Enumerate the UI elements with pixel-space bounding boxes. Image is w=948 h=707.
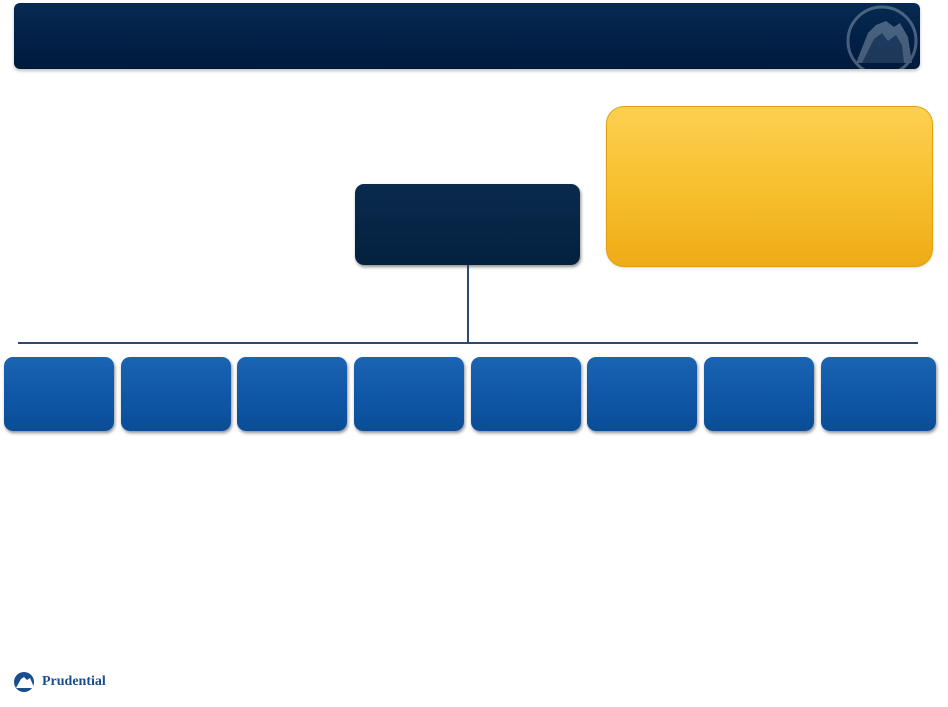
note-box: [606, 106, 933, 267]
vertical-connector: [467, 265, 469, 343]
rock-of-gibraltar-icon: [846, 5, 918, 69]
child-node-2: [121, 357, 231, 431]
brand-name: Prudential: [42, 674, 106, 689]
horizontal-connector: [18, 342, 918, 344]
footer-logo: Prudential: [12, 670, 106, 694]
rock-logo-icon: [14, 672, 34, 692]
child-node-1: [4, 357, 114, 431]
child-node-5: [471, 357, 581, 431]
child-node-8: [821, 357, 936, 431]
child-node-3: [237, 357, 347, 431]
child-node-7: [704, 357, 814, 431]
child-node-6: [587, 357, 697, 431]
title-bar: [14, 3, 920, 69]
child-node-4: [354, 357, 464, 431]
parent-node: [355, 184, 580, 265]
